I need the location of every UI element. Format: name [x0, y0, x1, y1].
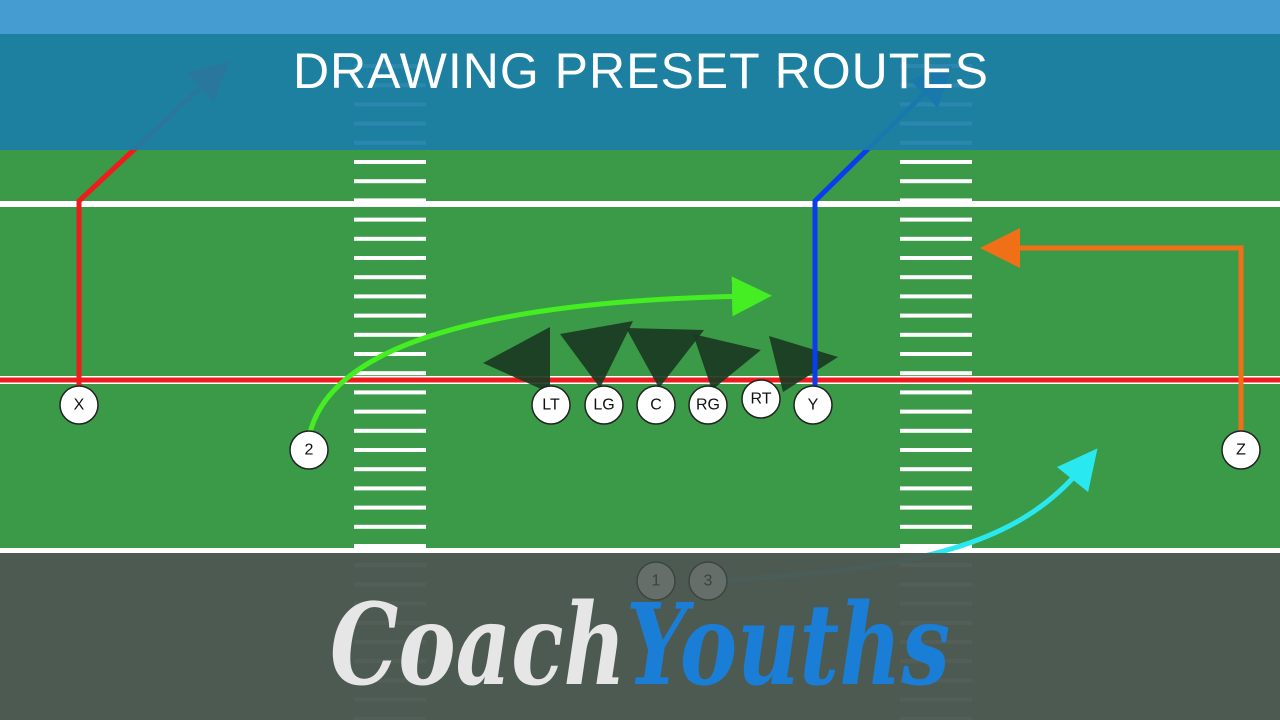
player-rg[interactable]: RG [688, 385, 728, 425]
hash-mark-left-24 [354, 524, 426, 529]
hash-mark-right-5 [900, 160, 972, 164]
hash-mark-right-18 [900, 409, 972, 414]
hash-mark-left-9 [354, 236, 426, 241]
line-of-scrimmage [0, 377, 1280, 383]
hash-mark-right-11 [900, 275, 972, 280]
hash-mark-right-22 [900, 486, 972, 491]
yard-line-upper [0, 201, 1280, 207]
hash-mark-left-20 [354, 448, 426, 452]
hash-mark-left-22 [354, 486, 426, 491]
player-y-label: Y [808, 397, 819, 414]
hash-mark-left-19 [354, 428, 426, 433]
title-band-top-strip [0, 0, 1280, 34]
hash-mark-left-17 [354, 390, 426, 395]
logo-youths: Youths [626, 580, 950, 711]
hash-mark-left-10 [354, 256, 426, 260]
hash-mark-right-23 [900, 505, 972, 510]
player-c[interactable]: C [636, 385, 676, 425]
player-z-label: Z [1236, 442, 1246, 459]
hash-mark-right-19 [900, 428, 972, 433]
players: X 2 LT LG C RG RT Y [59, 379, 1261, 470]
player-y[interactable]: Y [793, 385, 833, 425]
hash-mark-left-8 [354, 217, 426, 222]
hash-mark-right-24 [900, 524, 972, 529]
route-z [980, 228, 1244, 432]
logo-coach: Coach [330, 580, 626, 711]
hash-mark-right-10 [900, 256, 972, 260]
hash-mark-right-13 [900, 313, 972, 318]
player-lt-label: LT [542, 397, 560, 414]
player-slot[interactable]: 2 [289, 430, 329, 470]
yard-line-lower [0, 548, 1280, 553]
hash-mark-left-12 [354, 294, 426, 299]
hash-mark-right-21 [900, 467, 972, 472]
player-rt-label: RT [750, 391, 771, 408]
hash-mark-right-15 [900, 352, 972, 356]
block-shape-rg [693, 334, 761, 390]
block-shape-c [626, 328, 704, 388]
hash-mark-left-25 [354, 544, 426, 548]
hash-mark-right-20 [900, 448, 972, 452]
coach-youths-logo: CoachYouths [330, 580, 950, 711]
hash-mark-left-5 [354, 160, 426, 164]
route-slot [306, 276, 772, 438]
hash-mark-left-7 [354, 198, 426, 203]
hash-mark-right-8 [900, 217, 972, 222]
player-slot-label: 2 [305, 442, 314, 459]
hash-mark-right-12 [900, 294, 972, 299]
player-rg-label: RG [696, 397, 720, 414]
player-x-label: X [74, 397, 85, 414]
hash-mark-left-21 [354, 467, 426, 472]
hash-mark-right-16 [900, 371, 972, 376]
hash-mark-left-11 [354, 275, 426, 280]
hash-mark-right-25 [900, 544, 972, 548]
player-rt[interactable]: RT [741, 379, 781, 419]
hash-mark-left-16 [354, 371, 426, 376]
block-shape-lg [560, 321, 633, 388]
player-x[interactable]: X [59, 385, 99, 425]
hash-mark-right-14 [900, 332, 972, 337]
hash-mark-left-14 [354, 332, 426, 337]
hash-mark-left-23 [354, 505, 426, 510]
player-z[interactable]: Z [1221, 430, 1261, 470]
hash-mark-right-7 [900, 198, 972, 203]
block-shape-rt [769, 336, 838, 392]
player-back-3[interactable]: 3 [688, 561, 728, 601]
player-back-3-label: 3 [704, 573, 713, 590]
hash-mark-right-6 [900, 179, 972, 184]
player-back-1[interactable]: 1 [636, 561, 676, 601]
player-back-1-label: 1 [652, 573, 661, 590]
block-shape-lt [483, 327, 550, 393]
blocking-shapes [483, 321, 838, 393]
player-lt[interactable]: LT [531, 385, 571, 425]
page-title: DRAWING PRESET ROUTES [293, 43, 989, 99]
player-c-label: C [650, 397, 662, 414]
hash-mark-left-13 [354, 313, 426, 318]
hash-mark-left-18 [354, 409, 426, 414]
hash-mark-right-9 [900, 236, 972, 241]
player-lg-label: LG [593, 397, 614, 414]
player-lg[interactable]: LG [584, 385, 624, 425]
hash-mark-right-17 [900, 390, 972, 395]
hash-mark-left-6 [354, 179, 426, 184]
